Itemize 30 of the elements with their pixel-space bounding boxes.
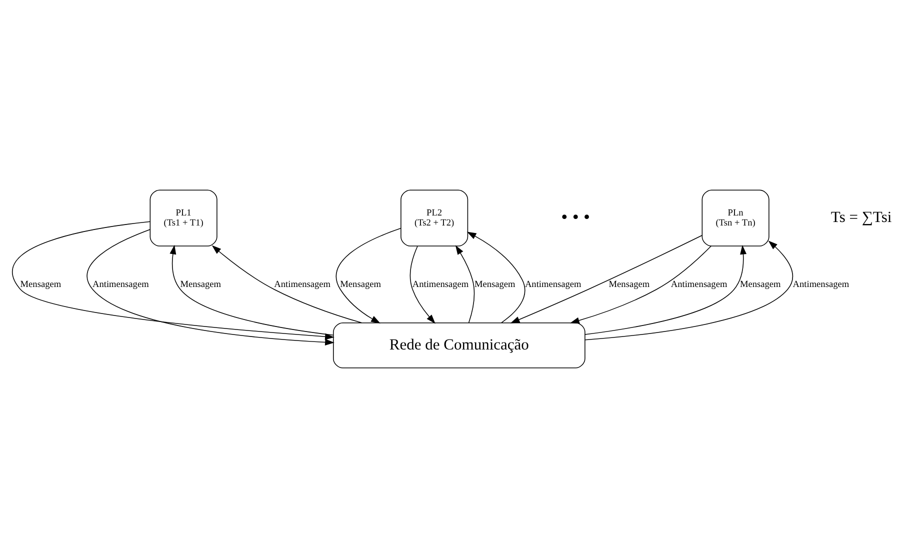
arrow — [212, 245, 362, 324]
edge-label: Antimensagem — [274, 280, 330, 290]
node-box: PL1 (Ts1 + T1) — [150, 190, 218, 246]
edge-label: Mensagem — [340, 280, 381, 290]
edge-label: Mensagem — [608, 280, 650, 290]
arrow — [455, 245, 475, 324]
arrow — [584, 245, 747, 335]
edge-label: Antimensagem — [670, 280, 728, 290]
arrow — [584, 240, 793, 340]
arrow — [170, 244, 334, 336]
arrow — [510, 234, 702, 324]
arrow — [570, 246, 712, 324]
arrow — [336, 228, 402, 324]
edge-label: Mensagem — [180, 280, 222, 290]
arrow — [466, 232, 526, 324]
edge-label: Mensagem — [740, 280, 781, 290]
node-box: PLn (Tsn + Tn) — [702, 190, 770, 246]
edge-label: Antimensagem — [412, 280, 469, 290]
edge-label: Mensagem — [20, 280, 62, 290]
label: • • • — [561, 206, 590, 228]
label: Ts = ∑Tsi — [830, 208, 892, 226]
arrow — [86, 229, 334, 346]
edge-label: Antimensagem — [92, 280, 149, 290]
node-box: PL2 (Ts2 + T2) — [400, 190, 468, 246]
edge-label: Antimensagem — [524, 280, 582, 290]
arrow — [410, 246, 436, 324]
edge-label: Antimensagem — [792, 280, 850, 290]
node-box: Rede de Comunicação — [333, 322, 586, 368]
arrow — [12, 221, 334, 340]
edge-label: Mensagem — [474, 280, 516, 290]
